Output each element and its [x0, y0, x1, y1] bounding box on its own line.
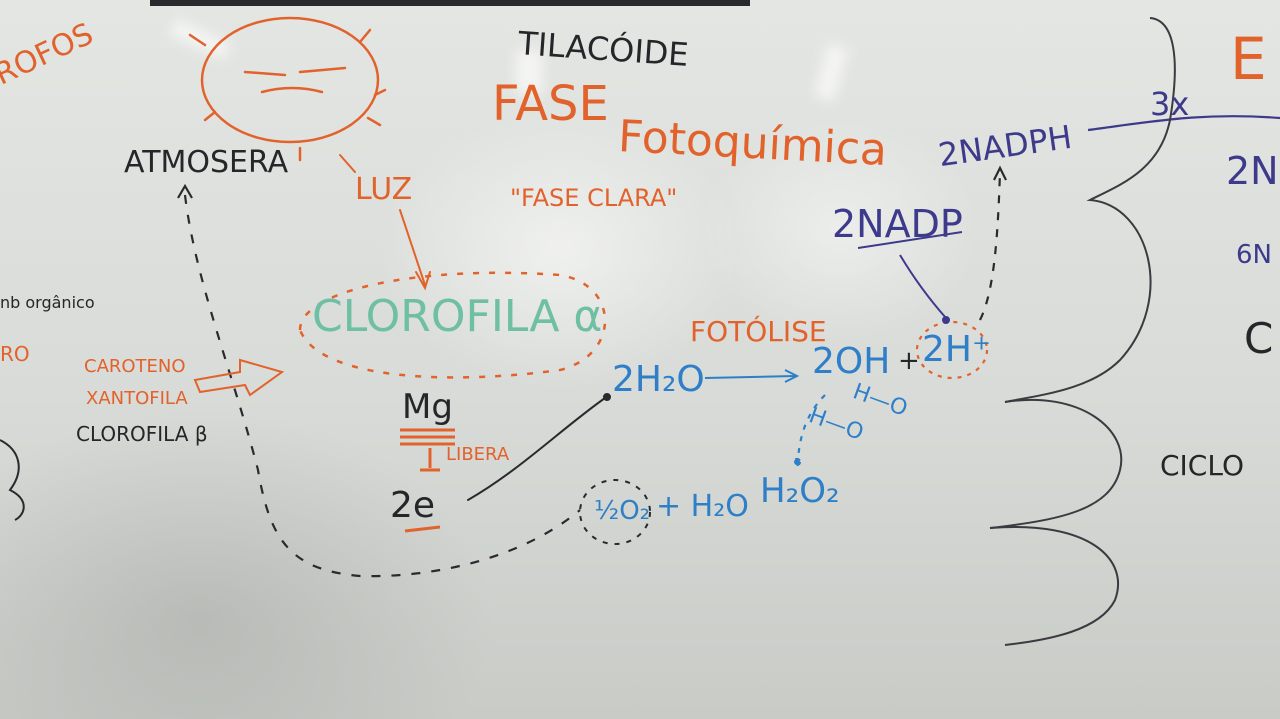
left-edge-brace [0, 439, 25, 521]
mg-bars [400, 428, 455, 533]
nadph-dashed-line [979, 165, 1007, 321]
carotenos-label: CAROTENO [84, 356, 186, 377]
libera-label: LIBERA [446, 444, 510, 465]
clorofila-b-label: CLOROFILA β [76, 422, 208, 446]
oxygen-label: ½O₂ [594, 496, 651, 526]
edge-label-right-2n: 2N [1226, 149, 1279, 193]
atmosphere-dashed-line [177, 183, 581, 578]
nadp-underline [857, 231, 963, 324]
chlorophyll-glow [298, 271, 607, 379]
xantofila-label: XANTOFILA [86, 388, 188, 409]
sun-drawing [188, 16, 387, 162]
pigment-arrow [193, 358, 285, 397]
ciclo-label: CICLO [1160, 449, 1244, 482]
board-frame-top [150, 0, 750, 6]
plus-water-label: + H₂O [656, 489, 749, 524]
right-braces [989, 17, 1176, 646]
fase-label: FASE [492, 76, 609, 132]
luz-label: LUZ [355, 172, 413, 207]
edge-label-right-6n: 6N [1236, 240, 1272, 270]
edge-label-right-c: C [1244, 314, 1274, 363]
carbono-organico-label: nb orgânico [0, 293, 95, 312]
three-x-label: 3x [1150, 85, 1190, 123]
clorofila-a-label: CLOROFILA α [312, 291, 603, 342]
proton-circle [915, 320, 989, 380]
electrons-label: 2e [390, 485, 436, 526]
magnesium-label: Mg [402, 387, 453, 427]
nadp-label: 2NADP [832, 202, 963, 246]
photolysis-arrow [704, 369, 800, 383]
atmosfera-label: ATMOSERA [124, 145, 289, 180]
nadph-line [1087, 115, 1280, 132]
hydroxyl-label: 2OH [812, 341, 891, 382]
edge-label-right-top: E [1230, 25, 1267, 93]
fase-clara-label: "FASE CLARA" [510, 184, 678, 212]
fotolise-label: FOTÓLISE [690, 315, 827, 348]
electron-arrow [467, 393, 611, 501]
protons-label: 2H⁺ [922, 329, 991, 370]
water-label: 2H₂O [612, 359, 705, 400]
hydrogen-peroxide-label: H₂O₂ [760, 471, 840, 511]
oxygen-circle [579, 479, 651, 545]
light-glare [515, 50, 543, 95]
plus-sign: + [898, 346, 920, 376]
hydroxyl-dotted-line [792, 394, 826, 467]
edge-label-left-mid: RO [0, 342, 30, 366]
